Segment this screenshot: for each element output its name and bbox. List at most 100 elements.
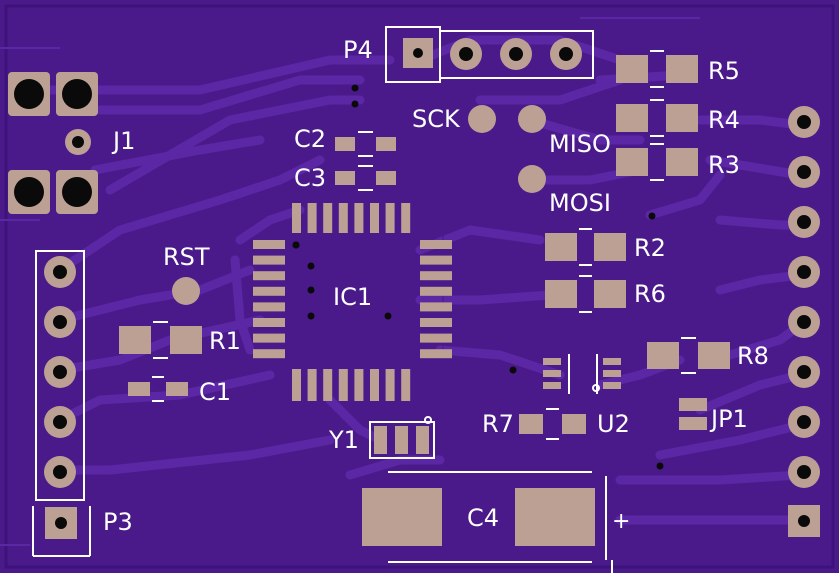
ic1-pad-right[interactable] — [420, 318, 452, 327]
right-header-drill — [797, 115, 811, 129]
u2-pad-3[interactable] — [543, 382, 561, 389]
ic1-pad-left[interactable] — [253, 255, 285, 265]
r1-resistor[interactable] — [119, 321, 202, 359]
ic1-pad-bottom[interactable] — [338, 369, 348, 401]
r2-pad-left[interactable] — [545, 233, 577, 261]
r7-pad-left[interactable] — [519, 414, 543, 434]
r5-pad-right[interactable] — [666, 55, 698, 83]
y1-crystal[interactable] — [369, 416, 435, 459]
c3-pad-left[interactable] — [335, 171, 355, 185]
c2-capacitor[interactable] — [335, 131, 396, 157]
c1-capacitor[interactable] — [128, 376, 188, 402]
ic1-pad-left[interactable] — [253, 271, 285, 281]
c1-pad-left[interactable] — [128, 382, 150, 396]
jp1-pad-bottom[interactable] — [679, 417, 707, 430]
ic1-pad-bottom[interactable] — [292, 369, 301, 401]
r3-resistor[interactable] — [616, 143, 698, 181]
via — [509, 366, 517, 374]
ic1-pad-right[interactable] — [420, 349, 452, 359]
jp1-pad-top[interactable] — [679, 398, 707, 411]
r2-pad-right[interactable] — [594, 233, 626, 261]
u2-chip[interactable] — [543, 354, 621, 394]
rst-testpoint[interactable] — [172, 277, 200, 305]
ic1-pad-left[interactable] — [253, 318, 285, 327]
mosi-testpoint[interactable] — [518, 165, 546, 193]
r3-pad-right[interactable] — [666, 148, 698, 176]
y1-outline — [369, 421, 435, 459]
r8-pad-left[interactable] — [647, 342, 679, 369]
ic1-pad-left[interactable] — [253, 286, 285, 296]
ic1-pad-bottom[interactable] — [354, 369, 364, 401]
r7-resistor[interactable] — [519, 408, 586, 440]
sck-testpoint[interactable] — [468, 105, 496, 133]
ic1-pad-left[interactable] — [253, 333, 285, 343]
r5-resistor[interactable] — [616, 50, 698, 88]
r6-pad-left[interactable] — [545, 280, 577, 308]
r8-pad-right[interactable] — [698, 342, 730, 369]
c2-pad-right[interactable] — [376, 137, 396, 151]
ic1-pad-top[interactable] — [385, 203, 395, 233]
ic1-pad-right[interactable] — [420, 271, 452, 281]
j1-drill-tl — [14, 79, 44, 109]
ic1-pad-top[interactable] — [401, 203, 411, 233]
y1-pad-2[interactable] — [395, 426, 408, 454]
p3-header[interactable] — [32, 250, 91, 557]
r2-resistor[interactable] — [545, 228, 626, 266]
ic1-pad-bottom[interactable] — [385, 369, 395, 401]
r4-resistor[interactable] — [616, 99, 698, 137]
r1-pad-left[interactable] — [119, 326, 151, 354]
y1-pad-3[interactable] — [416, 426, 429, 454]
right-header[interactable] — [788, 106, 820, 537]
jp1-jumper[interactable] — [679, 398, 707, 430]
u2-pad-1[interactable] — [543, 358, 561, 365]
ic1-pad-top[interactable] — [354, 203, 364, 233]
miso-testpoint[interactable] — [518, 105, 546, 133]
u2-pad-5[interactable] — [603, 370, 621, 377]
r3-pad-left[interactable] — [616, 148, 648, 176]
u2-pad-2[interactable] — [543, 370, 561, 377]
ic1-pad-right[interactable] — [420, 286, 452, 296]
r7-pad-right[interactable] — [562, 414, 586, 434]
ic1-pad-top[interactable] — [323, 203, 333, 233]
ic1-pad-top[interactable] — [292, 203, 301, 233]
r6-pad-right[interactable] — [594, 280, 626, 308]
ic1-pad-bottom[interactable] — [307, 369, 317, 401]
right-header-drill-square — [798, 515, 810, 527]
r5-pad-left[interactable] — [616, 55, 648, 83]
ic1-pad-right[interactable] — [420, 333, 452, 343]
r8-resistor[interactable] — [647, 337, 730, 374]
right-header-drill — [797, 465, 811, 479]
ic1-pad-bottom[interactable] — [323, 369, 333, 401]
r6-resistor[interactable] — [545, 275, 626, 313]
r1-pad-right[interactable] — [170, 326, 202, 354]
c1-pad-right[interactable] — [166, 382, 188, 396]
ic1-pad-left[interactable] — [253, 302, 285, 312]
ic1-pad-left[interactable] — [253, 240, 285, 249]
right-header-drill — [797, 315, 811, 329]
r4-pad-right[interactable] — [666, 104, 698, 132]
ic1-pad-left[interactable] — [253, 349, 285, 359]
ic1-pad-top[interactable] — [307, 203, 317, 233]
r4-pad-left[interactable] — [616, 104, 648, 132]
ic1-pad-right[interactable] — [420, 240, 452, 249]
c3-capacitor[interactable] — [335, 165, 396, 191]
y1-pad-1[interactable] — [374, 426, 387, 454]
c2-pad-left[interactable] — [335, 137, 355, 151]
ic1-pad-bottom[interactable] — [370, 369, 379, 401]
ic1-pad-bottom[interactable] — [401, 369, 411, 401]
ic1-chip[interactable] — [253, 203, 452, 401]
ic1-pad-top[interactable] — [370, 203, 379, 233]
p4-header[interactable] — [385, 26, 594, 83]
c4-capacitor[interactable] — [362, 471, 613, 573]
c3-pad-right[interactable] — [376, 171, 396, 185]
ic1-pad-right[interactable] — [420, 302, 452, 312]
ic1-pad-right[interactable] — [420, 255, 452, 265]
c4-pad-positive[interactable] — [515, 488, 595, 546]
j1-connector[interactable] — [8, 72, 98, 214]
ic1-pad-top[interactable] — [338, 203, 348, 233]
u2-pad-4[interactable] — [603, 358, 621, 365]
c4-pad-negative[interactable] — [362, 488, 442, 546]
p3-drill — [53, 315, 67, 329]
right-header-drill — [797, 165, 811, 179]
u2-pad-6[interactable] — [603, 382, 621, 389]
